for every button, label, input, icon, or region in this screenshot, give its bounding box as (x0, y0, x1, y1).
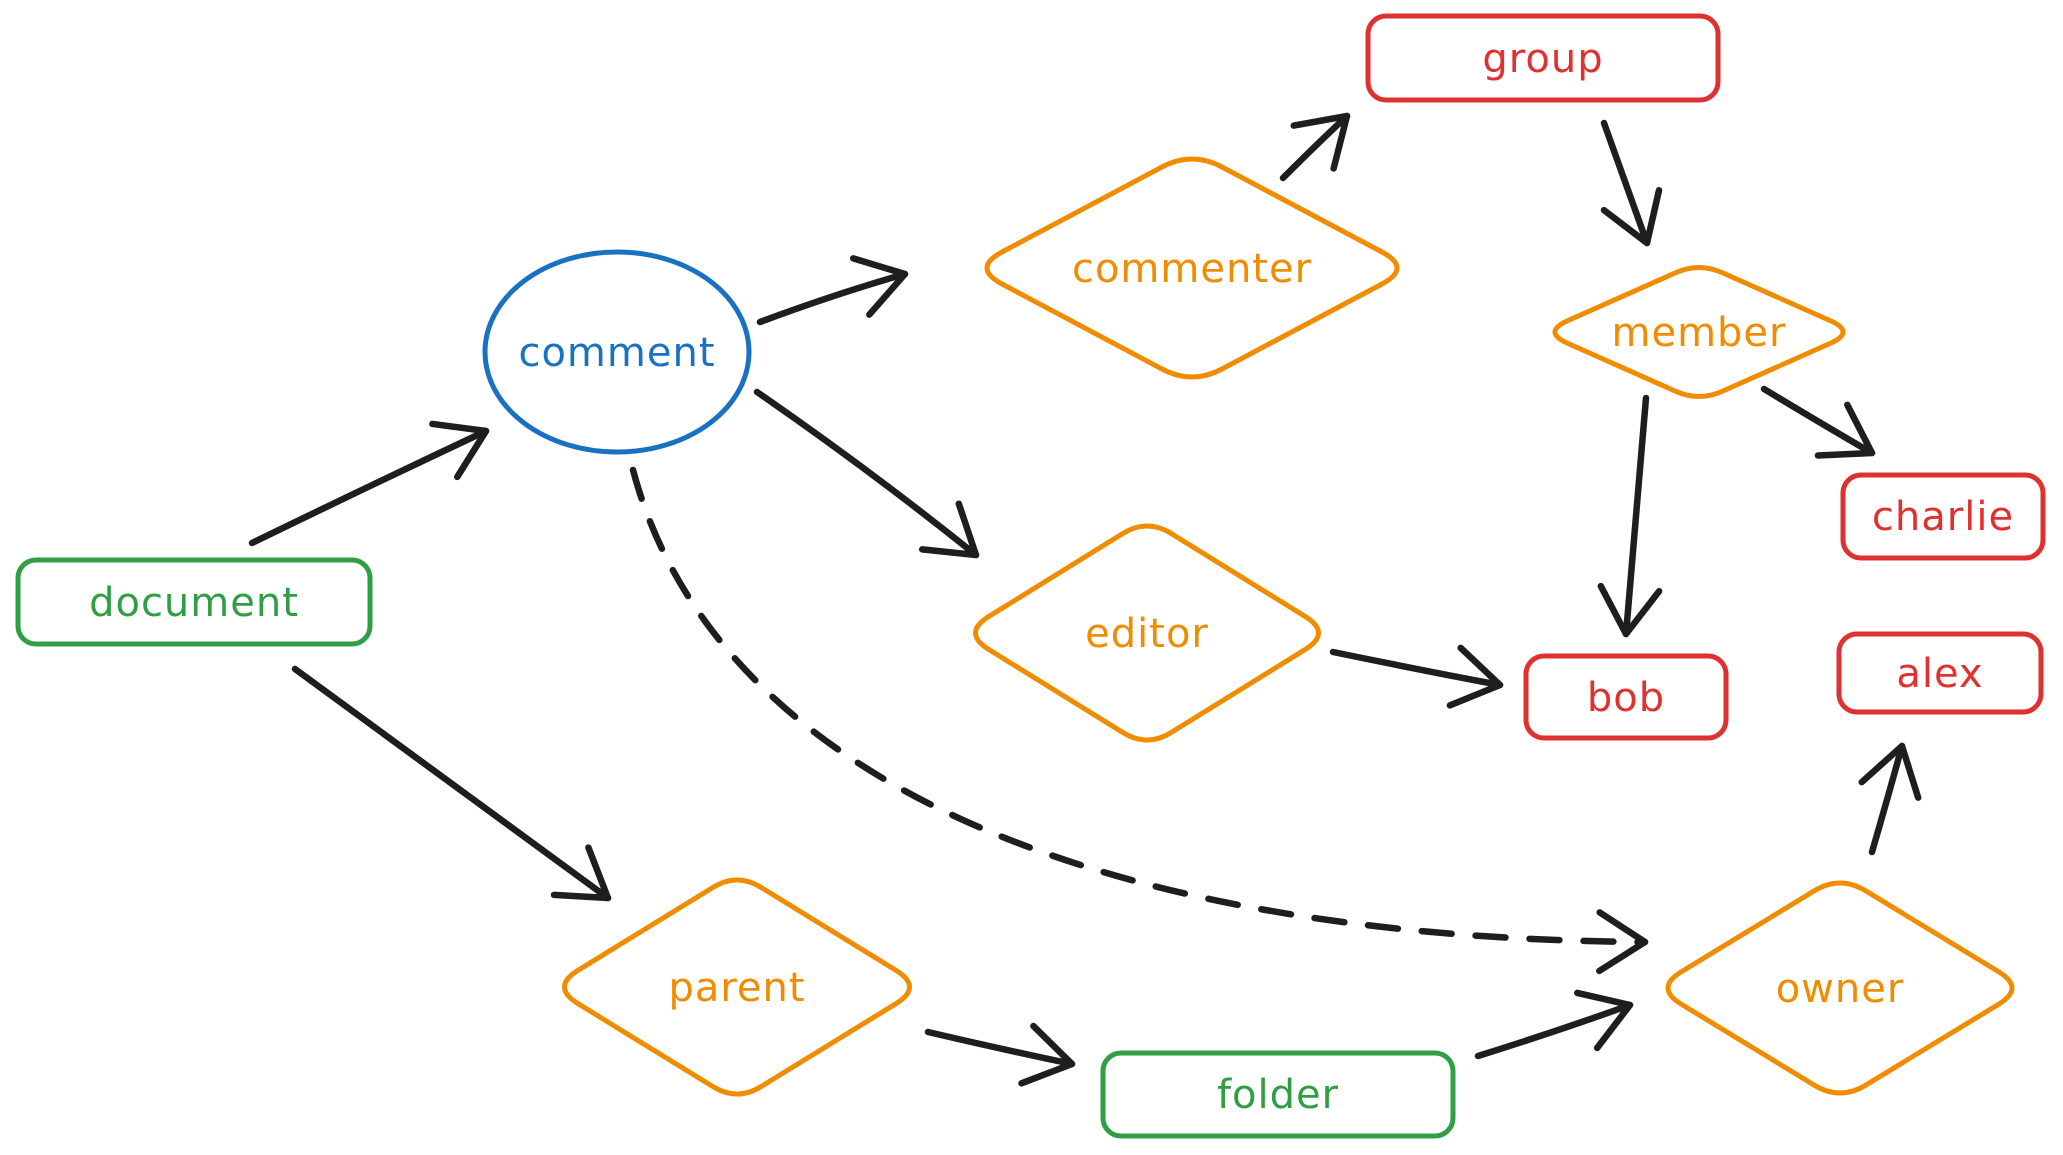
edge-comment-editor[interactable] (753, 388, 980, 559)
edge-member-bob[interactable] (1597, 394, 1663, 638)
edge-folder-owner[interactable] (1474, 989, 1634, 1060)
node-bob[interactable]: bob (1523, 653, 1729, 741)
owner-label: owner (1776, 966, 1905, 1012)
owner-shape[interactable] (1665, 880, 2015, 1096)
edge-comment-owner[interactable] (629, 466, 1649, 975)
edge-owner-alex[interactable] (1858, 742, 1922, 856)
bob-shape[interactable] (1523, 653, 1729, 741)
edge-comment-commenter[interactable] (756, 255, 909, 326)
editor-shape[interactable] (973, 523, 1321, 743)
edge-group-member[interactable] (1600, 119, 1663, 247)
charlie-shape[interactable] (1840, 472, 2046, 561)
document-shape[interactable] (15, 557, 373, 647)
edge-commenter-group[interactable] (1279, 112, 1351, 182)
node-group[interactable]: group (1365, 13, 1721, 103)
node-document[interactable]: document (15, 557, 373, 647)
edges-layer (248, 112, 1922, 1087)
editor-label: editor (1085, 611, 1209, 657)
node-folder[interactable]: folder (1100, 1050, 1456, 1139)
node-owner[interactable]: owner (1665, 880, 2015, 1096)
node-comment[interactable]: comment (482, 249, 752, 455)
node-alex[interactable]: alex (1836, 631, 2044, 715)
commenter-shape[interactable] (984, 156, 1400, 380)
node-commenter[interactable]: commenter (984, 156, 1400, 380)
comment-shape[interactable] (482, 249, 752, 455)
alex-shape[interactable] (1836, 631, 2044, 715)
node-parent[interactable]: parent (562, 877, 912, 1097)
group-shape[interactable] (1365, 13, 1721, 103)
edge-parent-folder[interactable] (924, 1022, 1076, 1087)
group-label: group (1482, 36, 1603, 82)
edge-editor-bob[interactable] (1329, 644, 1504, 709)
nodes-layer: document comment commenter group member … (15, 13, 2046, 1139)
node-charlie[interactable]: charlie (1840, 472, 2046, 561)
folder-shape[interactable] (1100, 1050, 1456, 1139)
comment-label: comment (518, 330, 715, 376)
charlie-label: charlie (1872, 494, 2014, 540)
edge-member-charlie[interactable] (1760, 385, 1876, 459)
document-label: document (89, 580, 299, 626)
parent-label: parent (668, 965, 805, 1011)
alex-label: alex (1896, 651, 1983, 697)
folder-label: folder (1217, 1072, 1339, 1118)
node-editor[interactable]: editor (973, 523, 1321, 743)
node-member[interactable]: member (1552, 265, 1846, 399)
commenter-label: commenter (1072, 246, 1312, 292)
edge-document-parent[interactable] (291, 665, 612, 902)
member-label: member (1612, 310, 1787, 356)
parent-shape[interactable] (562, 877, 912, 1097)
bob-label: bob (1587, 675, 1665, 721)
member-shape[interactable] (1552, 265, 1846, 399)
edge-document-comment[interactable] (248, 420, 490, 547)
